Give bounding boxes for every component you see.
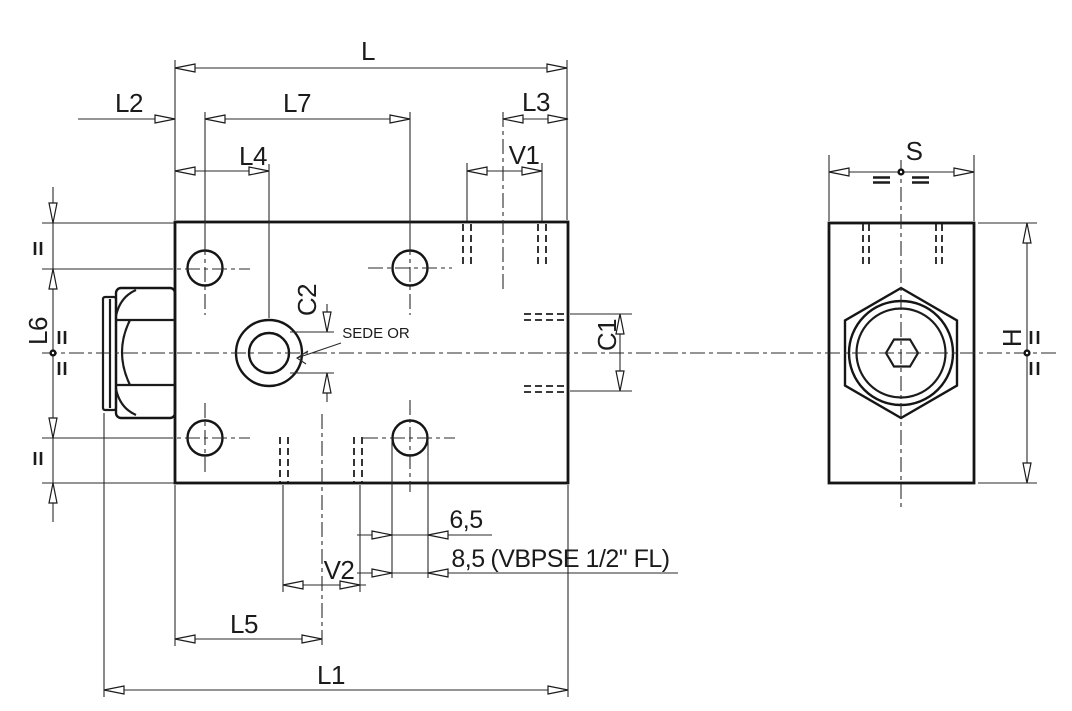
annotation-variant-note: (VBPSE 1/2" FL) [490, 545, 669, 573]
dim-label-6-5: 6,5 [449, 506, 482, 534]
hidden-holes-bottom-face [279, 437, 363, 482]
dim-label-C2: C2 [292, 284, 322, 316]
hidden-holes-top-face [462, 224, 547, 268]
hidden-port-right-face [524, 313, 567, 393]
dimension-labels: L L2 L7 L3 L4 V1 L6 C2 C1 SEDE OR 6,5 8,… [23, 36, 1027, 690]
plug-hex-arc-top [114, 288, 137, 317]
dim-label-L4: L4 [239, 141, 267, 171]
equal-mark-L6-upper [57, 331, 67, 344]
equal-mark-H-upper [1029, 331, 1040, 344]
dim-label-8-5: 8,5 [451, 545, 484, 573]
dim-label-S: S [906, 136, 923, 166]
dim-label-L3: L3 [522, 87, 550, 117]
annotation-sede-or: SEDE OR [342, 325, 410, 342]
dim-label-H: H [997, 329, 1027, 347]
equal-mark-left-top [33, 242, 43, 255]
dim-label-C1: C1 [592, 319, 622, 351]
dim-label-L: L [361, 36, 375, 66]
symmetry-marks [33, 168, 1040, 465]
equal-mark-H-lower [1029, 362, 1040, 375]
dim-label-L6: L6 [23, 317, 53, 345]
sede-or-leader-line [296, 342, 342, 359]
plug-hex-arc-bottom [114, 388, 137, 417]
dim-label-L2: L2 [115, 88, 143, 118]
dim-label-V1: V1 [509, 140, 540, 170]
extension-lines [42, 60, 1037, 697]
dimension-lines [52, 67, 1028, 691]
dim-label-V2: V2 [324, 555, 355, 585]
equal-mark-S-left [873, 176, 890, 184]
plug-hex-arc-middle [120, 319, 131, 386]
equal-mark-S-right [912, 176, 929, 184]
equal-mark-left-bottom [33, 452, 43, 465]
dim-label-L5: L5 [230, 609, 258, 639]
sede-or-leader-arrow [295, 350, 309, 365]
centerlines [42, 112, 1060, 646]
equal-mark-L6-lower [57, 362, 67, 375]
dim-label-L7: L7 [283, 88, 311, 118]
dim-label-L1: L1 [317, 660, 345, 690]
hidden-holes-side-view [862, 224, 943, 268]
arrowheads [48, 63, 1032, 695]
